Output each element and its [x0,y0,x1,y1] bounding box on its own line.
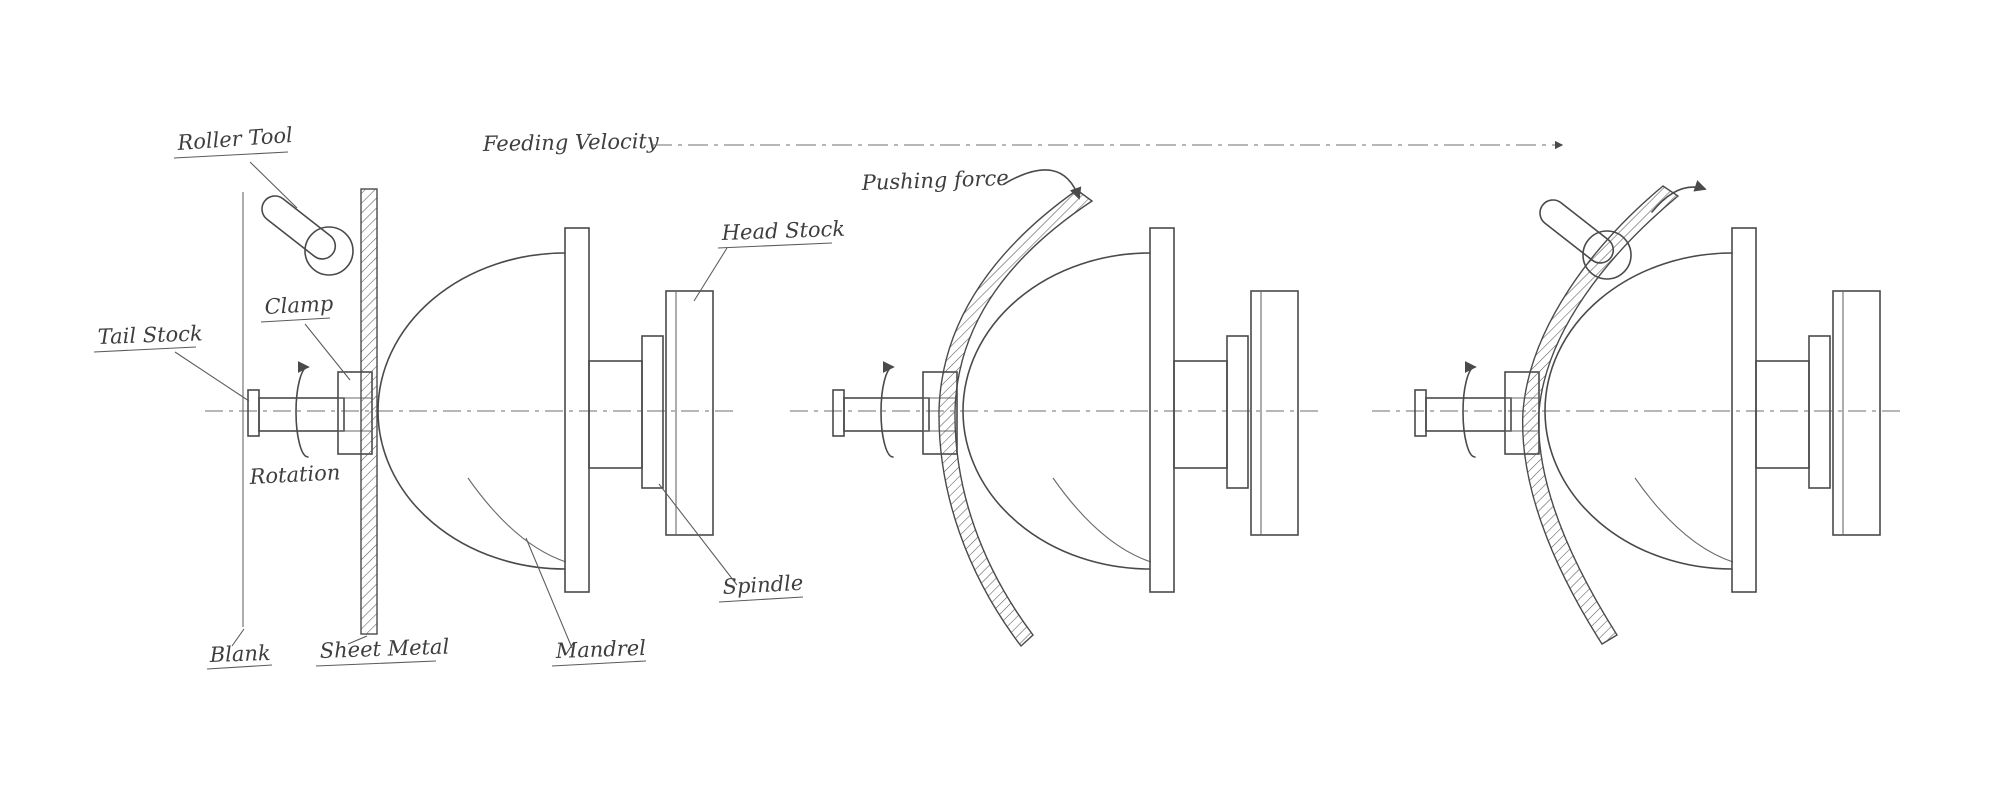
sheet-metal-curved-stage-3 [1521,185,1680,645]
label-feeding-velocity: Feeding Velocity [482,129,660,156]
label-underline [315,660,437,667]
stage-3-final [1372,180,1902,645]
springback-arrow [1651,180,1707,213]
label-head-stock: Head Stock [720,217,845,245]
label-underline [551,660,647,667]
label-blank: Blank [208,641,271,667]
label-spindle: Spindle [722,571,804,599]
pushing-force-arrow [1003,169,1082,200]
leader-tail-stock [174,351,250,402]
leader-sheet-metal [347,635,368,645]
sheet-metal-curved-stage-2 [938,189,1094,648]
label-mandrel: Mandrel [554,636,646,663]
leader-roller-tool [249,161,298,209]
label-clamp: Clamp [264,291,334,319]
label-underline [93,346,197,353]
leader-mandrel [525,537,573,649]
stage-3-machine [1372,228,1902,592]
label-roller-tool: Roller Tool [176,123,294,155]
label-underline [718,596,804,603]
label-tail-stock: Tail Stock [97,321,203,349]
annotations: Roller Tool Feeding Velocity Pushing for… [93,123,1564,670]
sheet-metal-strip [360,188,378,635]
label-underline [717,242,833,249]
label-sheet-metal: Sheet Metal [319,634,449,663]
label-underline [173,151,289,159]
roller-tool-stage-1 [255,189,354,276]
leader-clamp [304,323,351,381]
stage-2-intermediate [790,169,1320,648]
stage-1-machine [205,228,735,592]
leader-blank [231,628,245,647]
label-pushing-force: Pushing force [860,166,1009,195]
label-rotation: Rotation [248,460,341,489]
stage-1-initial [205,188,735,635]
leader-spindle [658,483,738,586]
label-underline [206,664,273,670]
leader-head-stock [693,247,728,302]
stage-2-machine [790,228,1320,592]
label-underline [260,317,331,323]
